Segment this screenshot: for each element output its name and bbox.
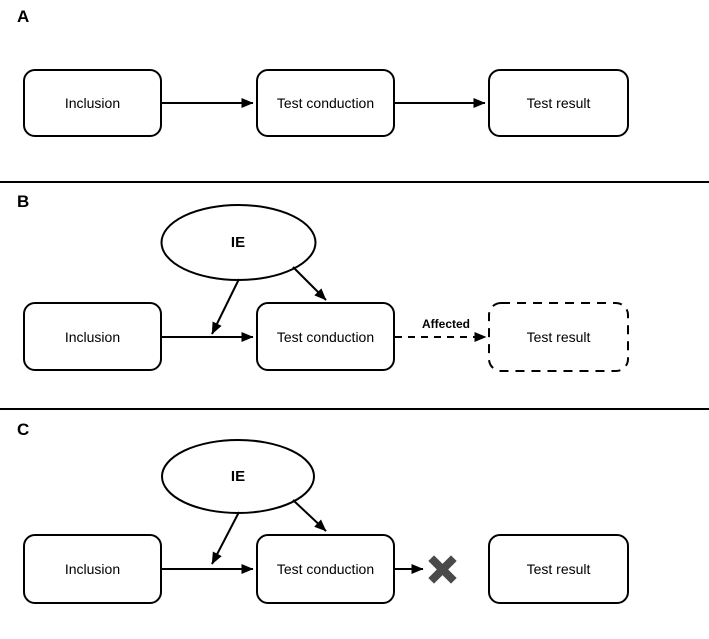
arrow-b-ie-to-connector xyxy=(211,278,240,335)
test-conduction-box-a: Test conduction xyxy=(256,69,395,137)
test-conduction-box-c: Test conduction xyxy=(256,534,395,604)
inclusion-box-a-label: Inclusion xyxy=(64,95,121,111)
test-result-box-c-label: Test result xyxy=(526,561,591,577)
panel-c-label: C xyxy=(17,420,30,439)
panel-a-label: A xyxy=(17,7,30,26)
arrow-c-ie-to-connector xyxy=(211,511,240,565)
test-result-box-b: Test result xyxy=(489,303,628,371)
test-result-box-b-label: Test result xyxy=(526,329,591,345)
test-conduction-box-b-label: Test conduction xyxy=(276,328,375,345)
arrow-c-ie-to-conduction xyxy=(292,499,327,532)
ie-ellipse-b-label: IE xyxy=(230,234,246,251)
test-conduction-box-a-label: Test conduction xyxy=(276,95,375,111)
blocked-x-icon xyxy=(428,555,457,584)
test-result-box-a-label: Test result xyxy=(526,95,591,111)
inclusion-box-c: Inclusion xyxy=(23,534,162,604)
inclusion-box-b-label: Inclusion xyxy=(64,328,121,345)
inclusion-box-a: Inclusion xyxy=(23,69,162,137)
arrow-b-ie-to-conduction xyxy=(292,266,327,301)
test-conduction-box-b: Test conduction xyxy=(256,302,395,371)
affected-edge-label: Affected xyxy=(404,317,488,331)
ie-ellipse-c-label: IE xyxy=(230,468,246,485)
inclusion-box-c-label: Inclusion xyxy=(64,561,121,577)
test-result-box-b-dashed-outline xyxy=(488,302,629,372)
test-conduction-box-c-label: Test conduction xyxy=(276,561,375,577)
inclusion-box-b: Inclusion xyxy=(23,302,162,371)
panel-b-label: B xyxy=(17,192,30,211)
test-result-box-c: Test result xyxy=(488,534,629,604)
test-result-box-a: Test result xyxy=(488,69,629,137)
